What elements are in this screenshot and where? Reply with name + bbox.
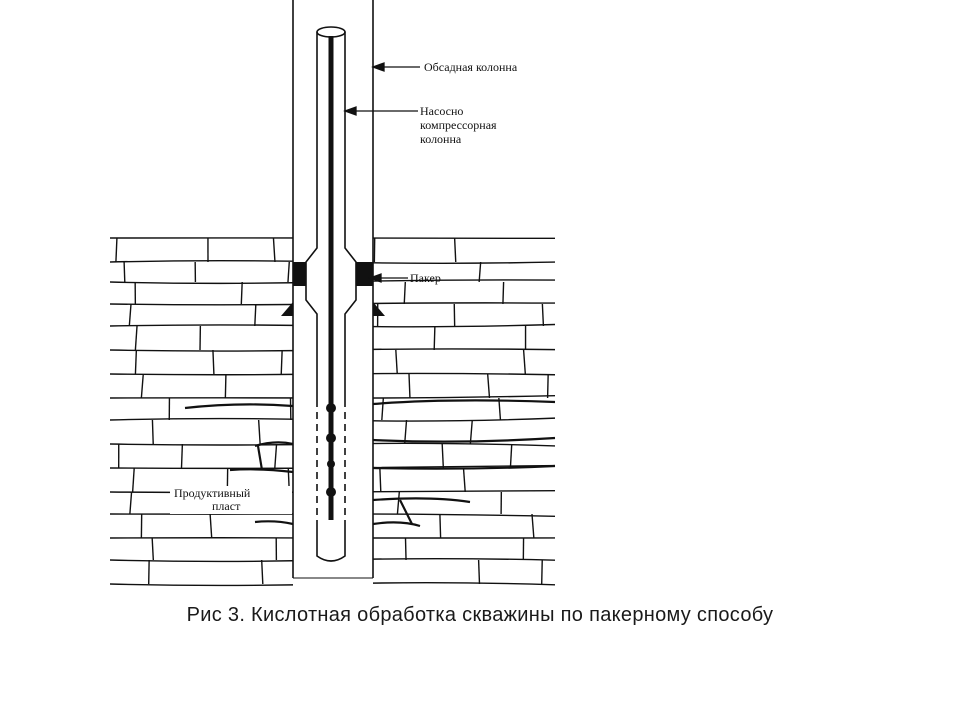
rock-joint [381,397,385,421]
rock-joint [379,467,382,493]
rock-joint [453,237,457,263]
rock-joint [477,559,481,585]
rock-joint [240,281,243,305]
rock-joint [403,281,407,305]
rock-joint [134,349,138,375]
formation-label-bg [170,486,292,514]
rock-joint [287,261,290,283]
rock-joint [403,419,408,445]
formation-label-line2: пласт [212,499,241,513]
tubing-label-line2: компрессорная [420,118,497,132]
well-packer-diagram: Обсадная колонна Насосно компрессорная к… [110,0,556,587]
rock-joint [257,419,261,445]
rock-joint [209,513,213,539]
packer-label: Пакер [410,271,441,285]
fracture-line [372,521,421,528]
rock-joint [469,419,473,445]
rock-joint [123,261,126,283]
label-arrows [343,62,420,283]
rock-joint [254,303,257,327]
rock-joint [131,467,135,493]
rock-joint [151,537,155,561]
rock-joint [541,303,545,327]
formation-fractures [184,399,556,528]
rock-joint [478,261,482,283]
rock-joint [128,303,132,327]
rock-joint [140,373,144,399]
formation-label-line1: Продуктивный [174,486,251,500]
rock-joint [274,443,278,469]
fracture-line [184,403,294,410]
rock-joint [151,419,154,445]
rock-joint [272,237,276,263]
fracture-line [372,399,556,406]
casing-label: Обсадная колонна [424,60,518,74]
rock-joint [546,373,549,399]
fracture-line [254,520,294,526]
rock-joint [541,559,543,585]
rock-joint [531,513,535,539]
rock-joint [115,237,118,263]
fracture-line [372,436,556,443]
rock-joint [180,443,184,469]
rock-joint [441,443,445,469]
rock-joint [502,281,505,305]
rock-joint [134,325,138,351]
fracture-line [254,441,294,448]
rock-joint [396,491,401,515]
rock-joint [439,513,442,539]
rock-joint [509,443,513,469]
rock-joint [129,491,133,515]
rock-joint [280,349,283,375]
rod-dots [326,403,336,497]
rock-joint [498,397,502,421]
figure-caption: Рис 3. Кислотная обработка скважины по п… [186,604,774,626]
diagram-labels: Обсадная колонна Насосно компрессорная к… [170,60,518,514]
rock-joint [522,349,527,375]
fracture-line [399,499,413,525]
rock-joint [224,373,227,399]
rock-joint [462,467,466,493]
rock-joint [212,349,215,375]
tubing-label-line1: Насосно [420,104,463,118]
rock-joint [433,325,436,351]
rock-joint [486,373,491,399]
packer [281,262,385,316]
rock-joint [395,349,398,375]
rock-joint [408,373,411,399]
tubing-label-line3: колонна [420,132,462,146]
rock-joint [260,559,264,585]
fracture-line [372,464,556,470]
rock-joint [404,537,407,561]
fracture-line [229,468,294,474]
casing-column [292,0,374,579]
fracture-line [372,497,471,504]
fracture-line [256,445,264,471]
